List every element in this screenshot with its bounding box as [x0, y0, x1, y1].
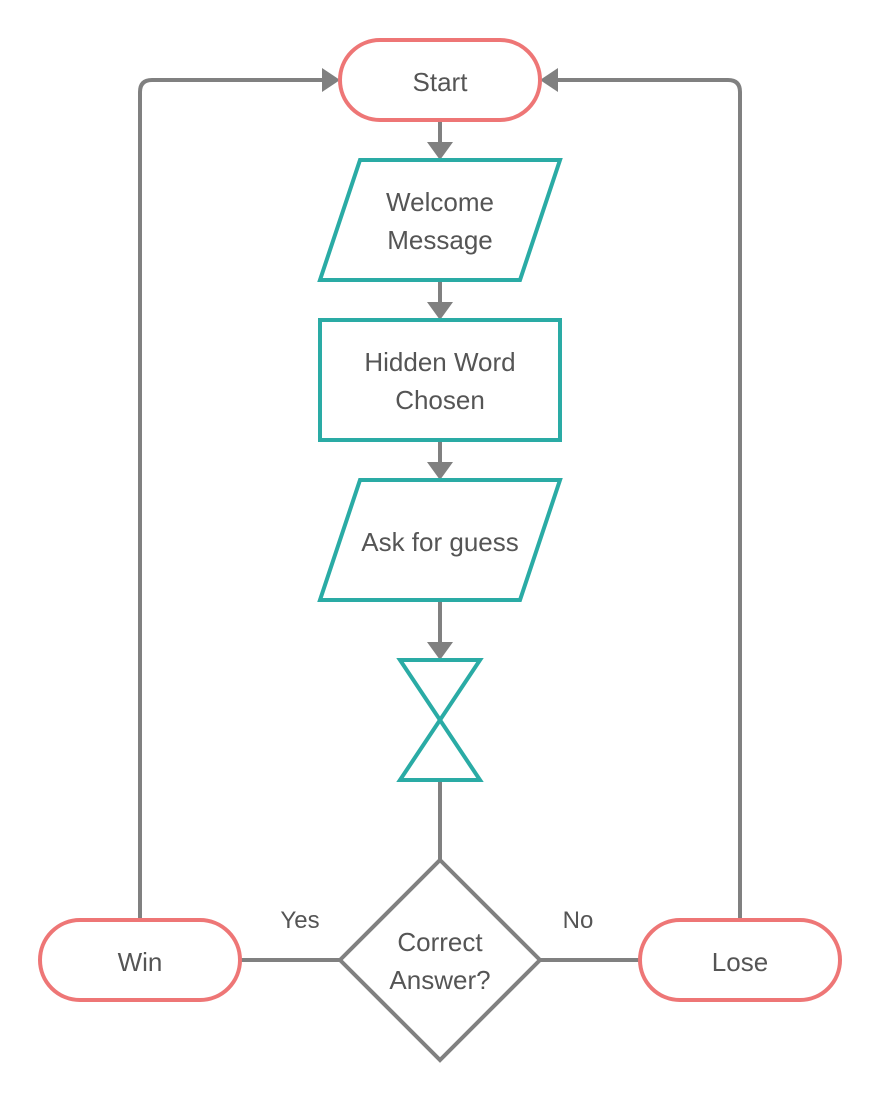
decision-node[interactable]: Correct Answer? [337, 857, 543, 1063]
decision-label-line2: Answer? [389, 965, 490, 995]
lose-node[interactable]: Lose [638, 918, 842, 1002]
collate-hourglass-shape [396, 658, 484, 782]
arrowhead-win-to-start [322, 68, 340, 92]
welcome-node[interactable]: Welcome Message [317, 158, 563, 282]
arrowhead-start-to-welcome [427, 142, 453, 160]
welcome-label-line2: Message [387, 225, 493, 255]
arrowhead-welcome-to-hidden [427, 302, 453, 320]
yes-edge-label: Yes [280, 907, 319, 934]
win-terminal-shape [38, 918, 242, 1002]
ask-guess-node[interactable]: Ask for guess [317, 478, 563, 602]
ask-guess-parallelogram-shape [317, 478, 563, 602]
connectors [138, 68, 742, 962]
ask-guess-label: Ask for guess [361, 527, 519, 557]
hidden-word-process-shape [318, 318, 562, 442]
win-label: Win [118, 947, 163, 977]
lose-label: Lose [712, 947, 768, 977]
no-edge-label: No [563, 907, 594, 934]
start-label: Start [413, 67, 469, 97]
decision-label-line1: Correct [397, 927, 483, 957]
hidden-word-node[interactable]: Hidden Word Chosen [318, 318, 562, 442]
welcome-parallelogram-shape [317, 158, 563, 282]
arrowhead-ask-to-collate [427, 642, 453, 660]
collate-node[interactable] [396, 658, 484, 782]
start-terminal-shape [338, 38, 542, 122]
edge-win-to-start [138, 78, 322, 920]
hidden-word-label-line1: Hidden Word [364, 347, 515, 377]
arrowhead-lose-to-start [540, 68, 558, 92]
win-node[interactable]: Win [38, 918, 242, 1002]
hidden-word-label-line2: Chosen [395, 385, 485, 415]
welcome-label-line1: Welcome [386, 187, 494, 217]
edge-lose-to-start [558, 78, 742, 920]
lose-terminal-shape [638, 918, 842, 1002]
start-node[interactable]: Start [338, 38, 542, 122]
decision-diamond-shape [337, 857, 543, 1063]
arrowhead-hidden-to-ask [427, 462, 453, 480]
